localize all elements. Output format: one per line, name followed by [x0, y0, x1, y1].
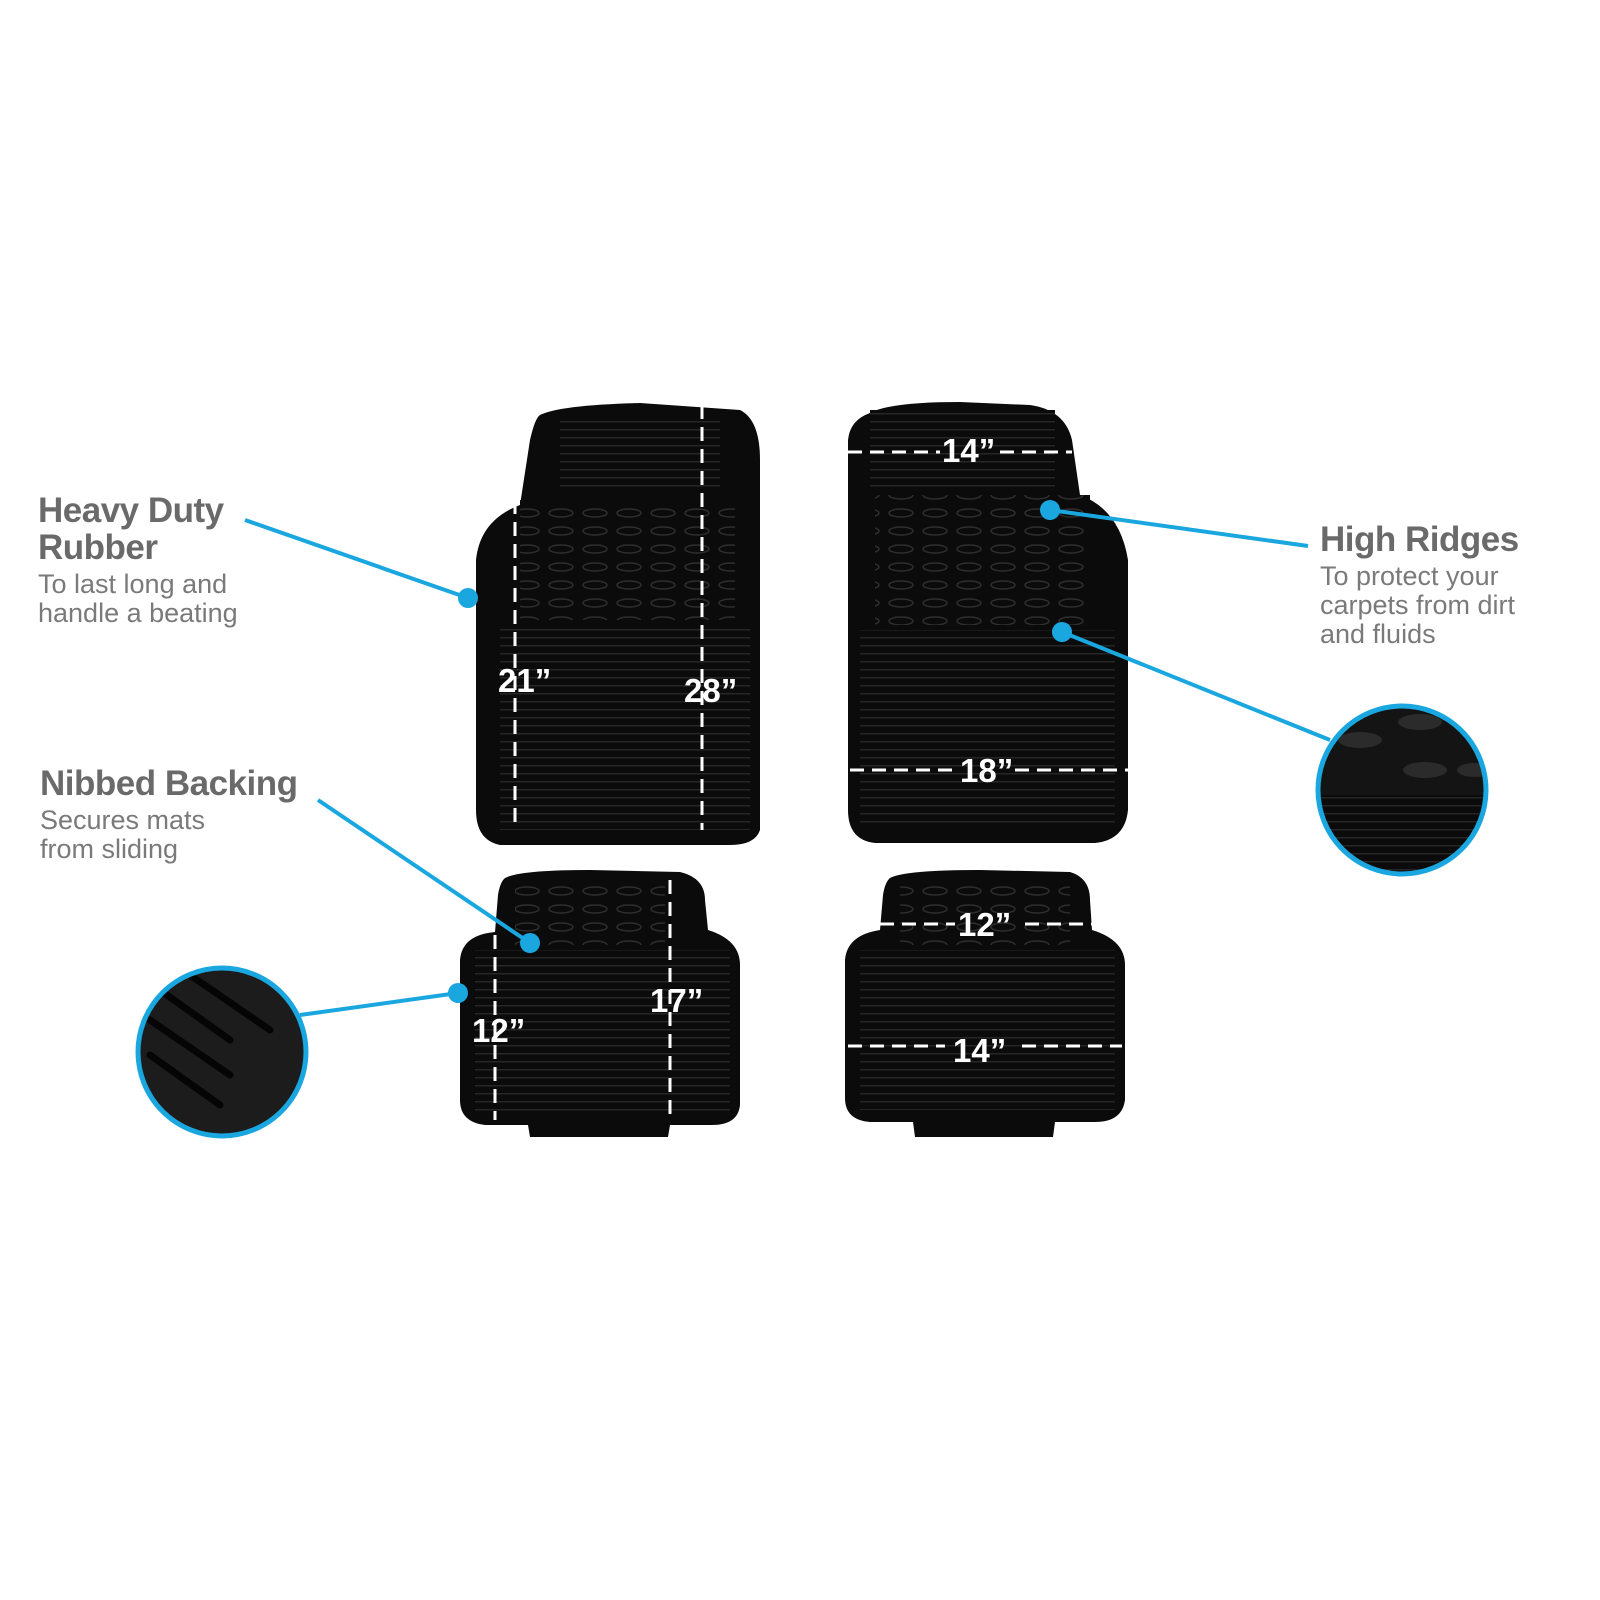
dim-front-left-width: 21”: [498, 662, 551, 699]
callout-lines: [244, 508, 1331, 1017]
feature-description: To protect your: [1320, 561, 1499, 591]
dim-rear-left-width: 12”: [472, 1012, 525, 1049]
dim-rear-right-top: 12”: [958, 906, 1011, 943]
dim-rear-right-bottom: 14”: [953, 1032, 1006, 1069]
dim-front-left-length: 28”: [684, 672, 737, 709]
feature-description: from sliding: [40, 834, 179, 864]
feature-description: and fluids: [1320, 619, 1436, 649]
callout-dots: [448, 500, 1072, 1003]
feature-title: Heavy Duty: [38, 491, 224, 530]
feature-description: carpets from dirt: [1320, 590, 1516, 620]
rear-right-mat: [845, 870, 1125, 1137]
feature-title: Nibbed Backing: [40, 764, 298, 803]
front-right-mat: [848, 402, 1128, 843]
feature-description: Secures mats: [40, 805, 206, 835]
dimension-lines: [493, 405, 1130, 1120]
nibs-detail-circle: [135, 965, 309, 1139]
feature-title: High Ridges: [1320, 520, 1519, 559]
feature-description: handle a beating: [38, 598, 238, 628]
feature-title: Rubber: [38, 528, 158, 567]
front-left-mat: [476, 403, 760, 845]
ridges-detail-circle: [1315, 703, 1489, 877]
feature-description: To last long and: [38, 569, 228, 599]
dim-front-right-top: 14”: [942, 432, 995, 469]
dim-rear-left-length: 17”: [650, 982, 703, 1019]
dim-front-right-bottom: 18”: [960, 752, 1013, 789]
